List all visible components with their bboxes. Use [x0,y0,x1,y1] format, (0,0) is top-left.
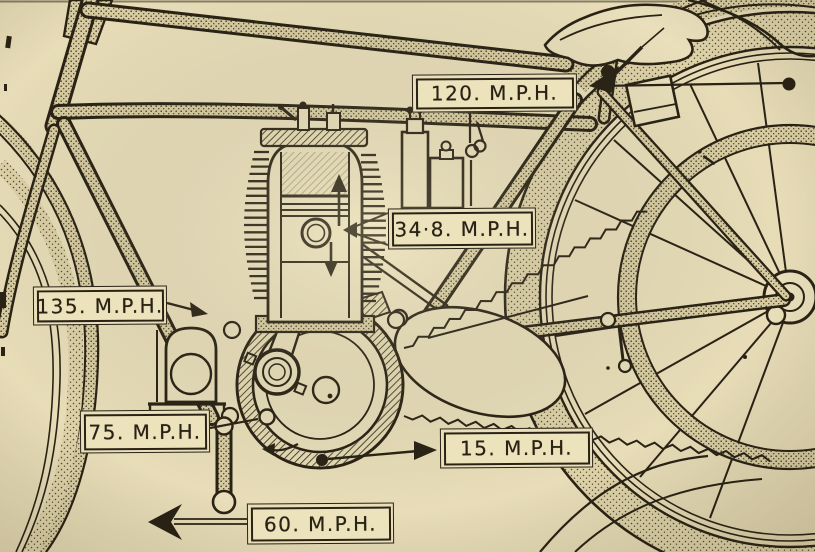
speed-label-rear-wheel: 120. M.P.H. [411,73,578,113]
speed-label-flywheel-text: 15. M.P.H. [443,430,590,466]
speed-label-magneto-text: 75. M.P.H. [83,413,207,450]
speed-label-rear-wheel-text: 120. M.P.H. [415,76,574,110]
speed-label-magneto: 75. M.P.H. [79,409,211,454]
speed-label-piston-text: 34·8. M.P.H. [391,211,533,246]
speed-label-piston: 34·8. M.P.H. [387,207,537,250]
speed-label-machine-text: 60. M.P.H. [250,506,391,541]
speed-label-belt-text: 135. M.P.H. [36,289,164,322]
speed-label-belt: 135. M.P.H. [32,285,168,326]
speed-label-machine: 60. M.P.H. [246,502,395,545]
speed-label-flywheel: 15. M.P.H. [439,427,594,469]
